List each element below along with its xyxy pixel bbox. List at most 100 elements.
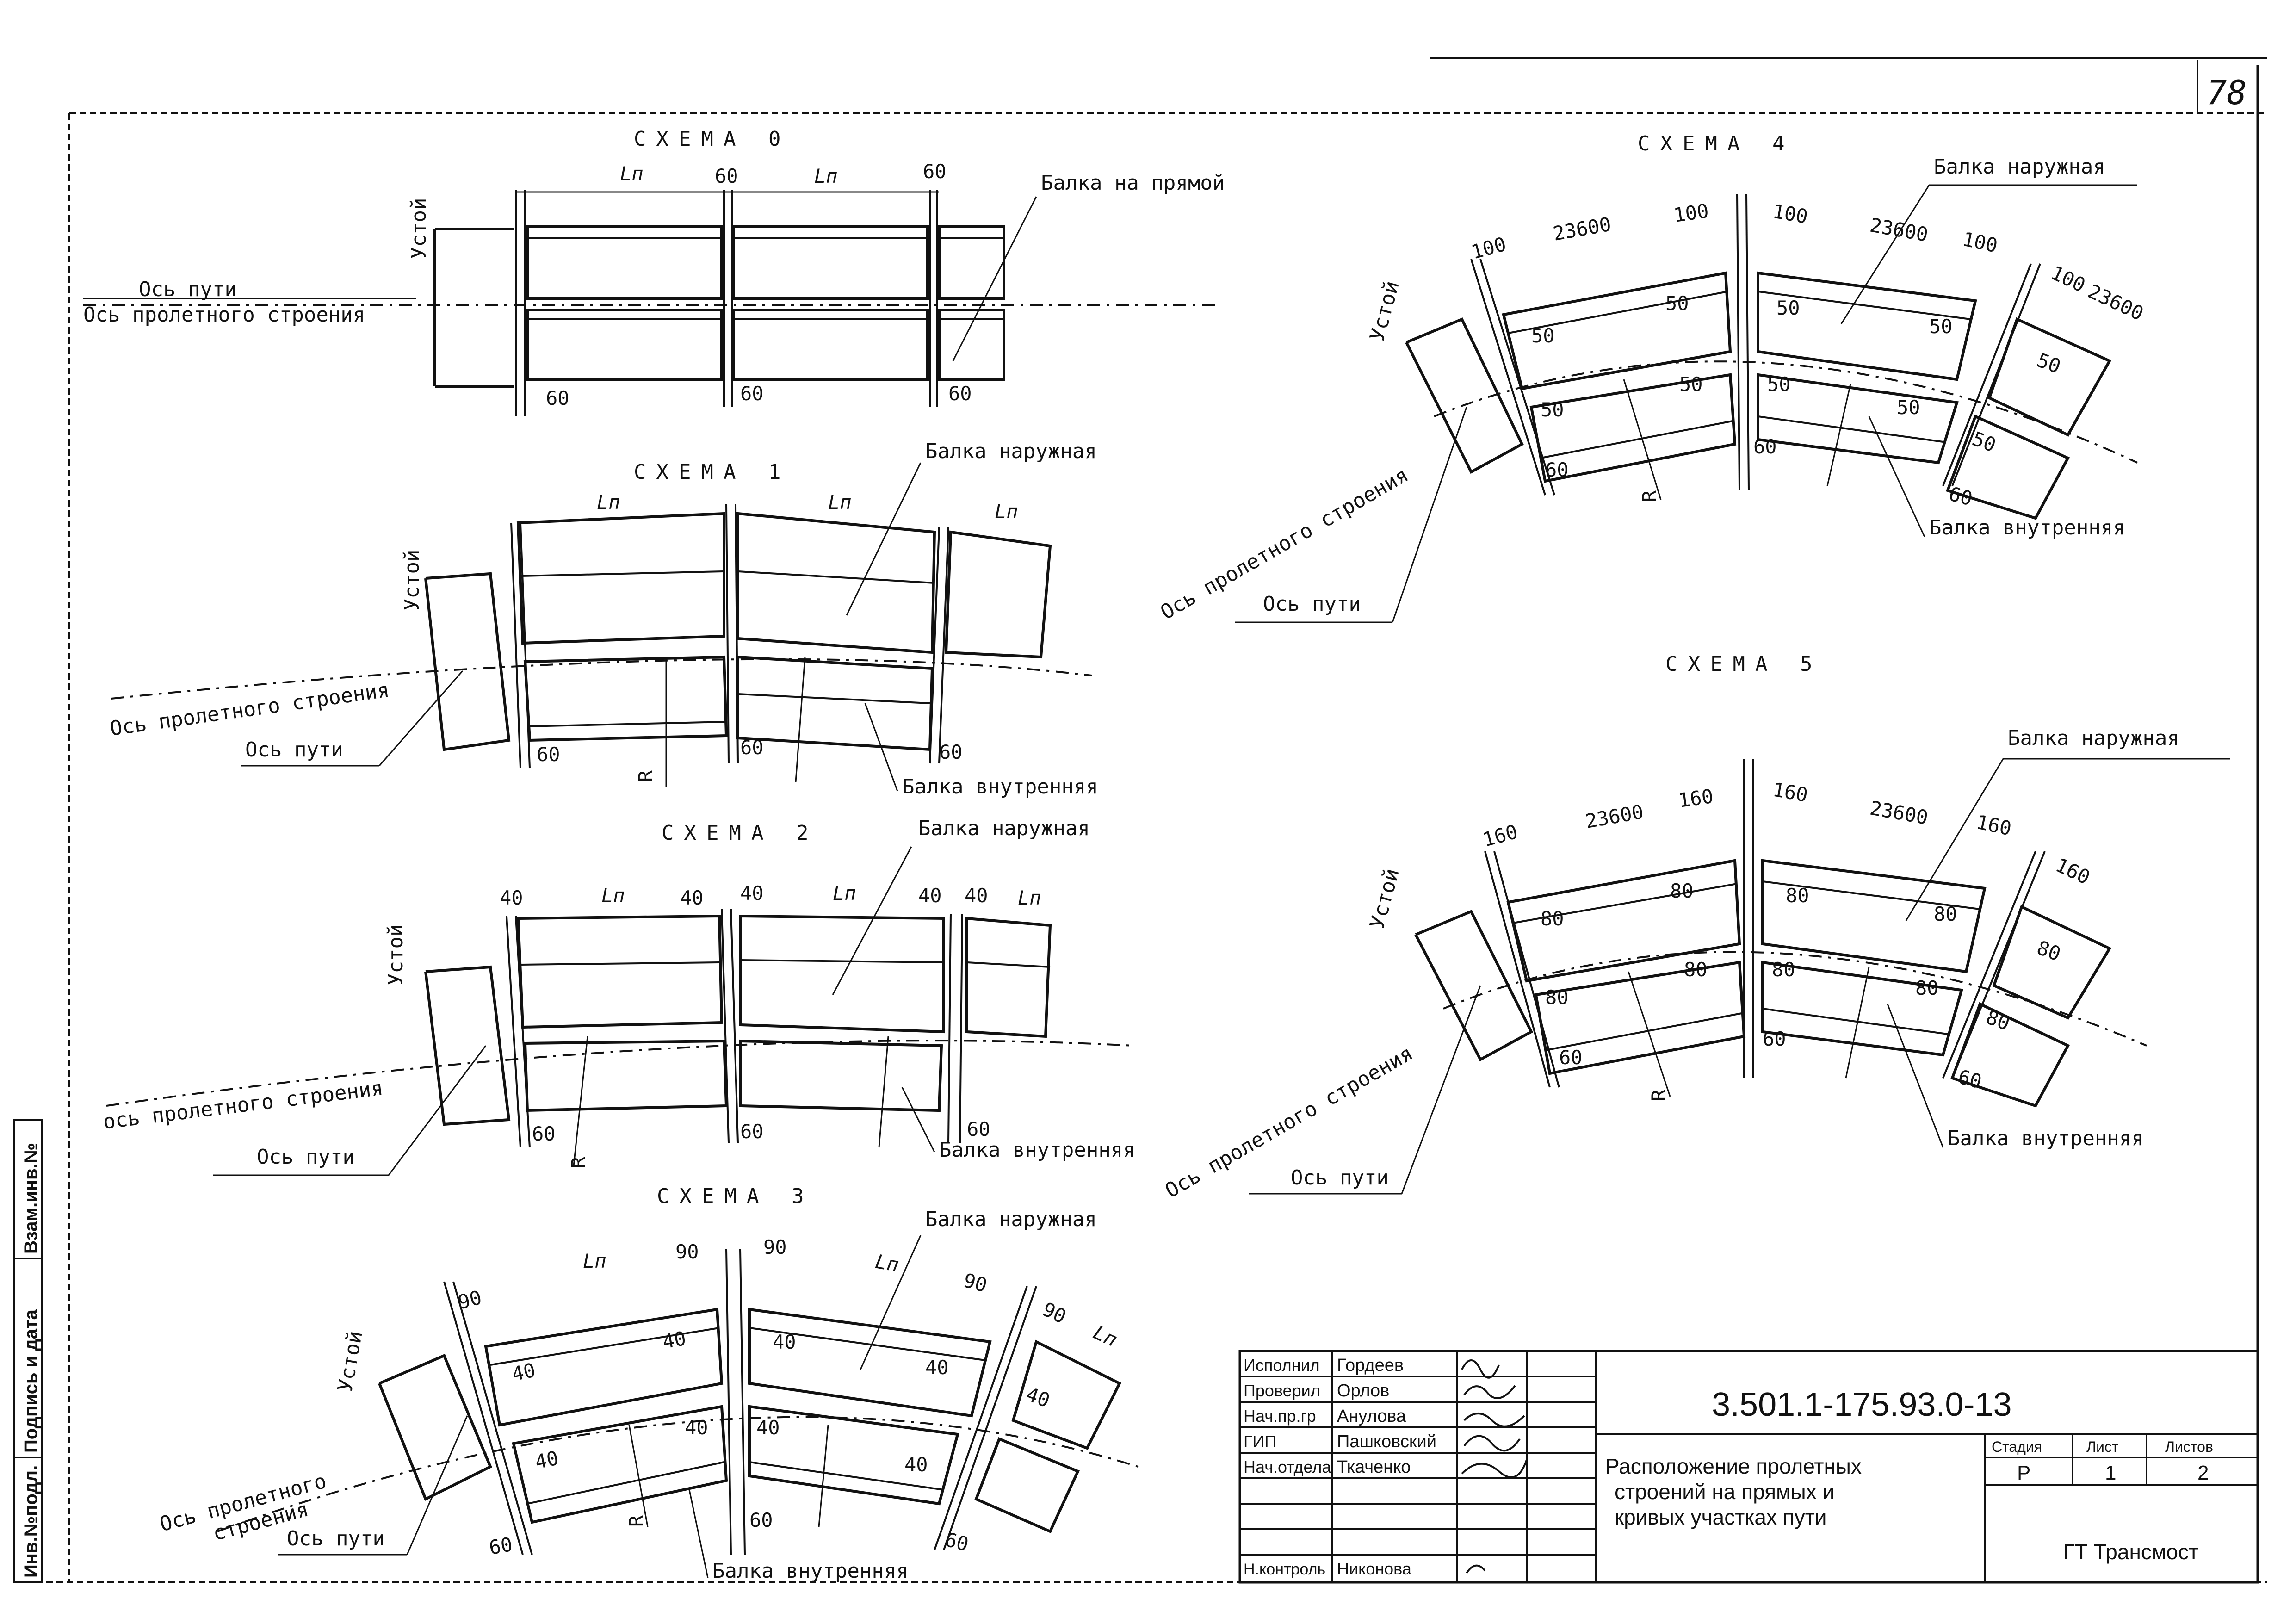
scheme-5-title: СХЕМА 5 [1665,652,1822,676]
scheme-2-dim-top-7: 40 [965,884,988,907]
tb-title-line-1: Расположение пролетных [1605,1454,1862,1478]
scheme-4-dim-top-3: 100 [1672,199,1710,227]
scheme-2-inner-beam-label: Балка внутренняя [939,1138,1135,1162]
scheme-0-dim-top-1: Lп [620,162,644,185]
scheme-2-span-axis-label: ось пролетного строения [102,1076,384,1134]
scheme-3-dim-bottom-3: 60 [942,1528,971,1556]
scheme-3-dim-top-4: 90 [763,1236,787,1258]
scheme-5-dim-top-4: 160 [1771,778,1809,806]
tb-sheets-label: Листов [2165,1438,2213,1455]
side-stamp: Взам.инв.№ Подпись и дата Инв.№подл. [13,1119,43,1583]
tb-role-8: Н.контроль [1244,1561,1325,1578]
scheme-3-track-axis-label: Ось пути [287,1527,385,1550]
scheme-0-dim-top-2: 60 [715,165,738,187]
scheme-3-dim-inner-1: 40 [510,1358,538,1385]
scheme-0-dim-bottom-3: 60 [948,382,972,405]
scheme-3-dim-inner-9: 40 [904,1453,928,1476]
scheme-4-dim-top-4: 100 [1771,200,1809,228]
scheme-3-outer-beam-label: Балка наружная [925,1208,1097,1231]
scheme-5-dim-top-2: 23600 [1584,800,1645,833]
scheme-4-dim-bottom-1: 60 [1545,459,1569,481]
scheme-5-dim-top-1: 160 [1480,820,1520,851]
tb-sheet-value: 1 [2105,1462,2116,1484]
scheme-1-title: СХЕМА 1 [634,460,791,484]
scheme-5-dim-inner-6: 80 [1545,986,1569,1009]
stamp-replace-inv: Взам.инв.№ [21,1143,41,1254]
scheme-5-dim-inner-8: 80 [1772,958,1795,981]
tb-sheets-value: 2 [2197,1462,2209,1484]
scheme-3-radius-label: R [625,1515,648,1527]
scheme-5-dim-bottom-2: 60 [1763,1028,1786,1050]
scheme-0: СХЕМА 0 Устой Lп 60 Lп 60 60 60 60 [83,127,1225,416]
scheme-5-dim-top-7: 160 [2052,854,2093,889]
tb-name-3: Анулова [1337,1407,1406,1426]
tb-role-1: Исполнил [1244,1356,1320,1375]
tb-stage-label: Стадия [1992,1438,2042,1455]
tb-role-5: Нач.отдела [1244,1457,1331,1476]
scheme-5-dim-inner-5: 80 [2034,936,2064,965]
scheme-4-dim-inner-3: 50 [1776,297,1800,319]
scheme-1-dim-bottom-3: 60 [939,741,963,763]
scheme-1-inner-beam-label: Балка внутренняя [902,775,1098,799]
scheme-4-dim-inner-7: 50 [1679,373,1703,396]
scheme-3-dim-top-6: 90 [961,1269,990,1296]
scheme-4-radius-label: R [1638,490,1661,502]
signatures [1461,1359,1528,1574]
scheme-4-dim-bottom-3: 60 [1946,482,1975,510]
scheme-2-dim-top-3: 40 [680,886,704,909]
scheme-1: СХЕМА 1 Устой Ось пролетного строения Ос… [108,440,1098,799]
scheme-3-dim-top-3: 90 [675,1240,699,1263]
scheme-3-abutment-label: Устой [334,1329,367,1394]
sheet-number: 78 [2207,73,2247,112]
scheme-3-dim-inner-3: 40 [773,1331,796,1353]
tb-role-4: ГИП [1244,1432,1276,1451]
scheme-0-track-axis-label: Ось пути [139,278,237,301]
scheme-5-outer-beam-label: Балка наружная [2008,726,2179,750]
scheme-3-title: СХЕМА 3 [657,1184,814,1208]
scheme-4-dim-inner-6: 50 [1541,398,1564,421]
scheme-0-dim-top-3: Lп [814,165,838,187]
title-block: Исполнил Проверил Нач.пр.гр ГИП Нач.отде… [1238,1350,2259,1584]
scheme-3-dim-inner-5: 40 [1023,1382,1053,1412]
tb-sheet-label: Лист [2086,1438,2119,1455]
scheme-1-dim-top-3: Lп [995,500,1018,523]
tb-name-1: Гордеев [1337,1356,1404,1375]
scheme-5-radius-label: R [1647,1089,1670,1101]
scheme-5-dim-inner-10: 80 [1983,1005,2013,1035]
scheme-5-track-axis-label: Ось пути [1291,1166,1389,1190]
scheme-2-dim-top-8: Lп [1018,886,1041,909]
tb-role-3: Нач.пр.гр [1244,1407,1316,1426]
scheme-1-span-axis-label: Ось пролетного строения [108,678,390,741]
scheme-4-dim-inner-8: 50 [1767,373,1791,396]
scheme-2-dim-top-5: Lп [833,882,856,905]
scheme-4-dim-top-6: 100 [1961,228,1999,257]
scheme-4-outer-beam-label: Балка наружная [1934,155,2105,179]
scheme-5-dim-inner-7: 80 [1684,958,1708,981]
stamp-signature-date: Подпись и дата [21,1309,41,1453]
scheme-1-dim-bottom-2: 60 [740,736,764,759]
tb-name-2: Орлов [1337,1381,1389,1401]
tb-title-line-3: кривых участках пути [1615,1505,1826,1529]
scheme-3: СХЕМА 3 Устой Ось пролетного строения Ос… [157,1184,1139,1583]
scheme-4-title: СХЕМА 4 [1638,132,1795,155]
scheme-4-abutment-label: Устой [1365,279,1404,344]
scheme-1-dim-top-1: Lп [597,491,620,514]
scheme-0-span-axis-label: Ось пролетного строения [83,303,365,327]
tb-name-5: Ткаченко [1337,1457,1411,1477]
scheme-0-title: СХЕМА 0 [634,127,791,151]
scheme-5: СХЕМА 5 Устой Ось пролетного строения Ос… [1161,652,2230,1203]
scheme-3-dim-bottom-2: 60 [749,1509,773,1531]
scheme-4-dim-inner-5: 50 [2034,348,2064,378]
scheme-1-dim-top-2: Lп [828,491,852,514]
scheme-2-abutment-label: Устой [384,924,408,986]
scheme-4-dim-bottom-2: 60 [1753,435,1777,458]
scheme-3-dim-inner-6: 40 [533,1446,561,1473]
scheme-0-dim-bottom-1: 60 [546,387,569,409]
scheme-3-inner-beam-label: Балка внутренняя [712,1559,909,1583]
scheme-0-beam-label: Балка на прямой [1041,171,1225,195]
scheme-3-dim-inner-7: 40 [685,1416,708,1439]
scheme-1-outer-beam-label: Балка наружная [925,440,1097,463]
scheme-5-dim-top-5: 23600 [1868,797,1930,829]
scheme-1-dim-bottom-1: 60 [537,743,560,766]
tb-name-8: Никонова [1337,1559,1412,1578]
